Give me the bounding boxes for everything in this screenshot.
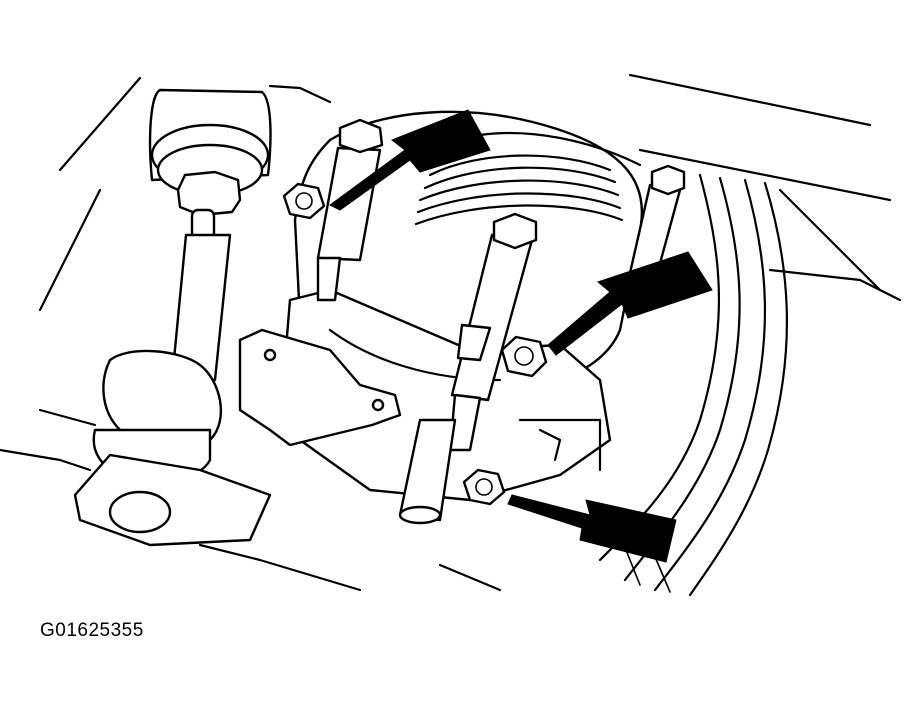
fastener-lower xyxy=(462,468,506,506)
tensioner-strut xyxy=(73,88,272,547)
mounting-bracket xyxy=(238,328,402,447)
callout-arrow-lower xyxy=(507,494,677,563)
figure-identifier: G01625355 xyxy=(40,620,144,641)
callout-arrow-upper xyxy=(329,109,491,211)
engine-frame-lines xyxy=(0,73,902,592)
callout-arrow-middle xyxy=(547,251,713,356)
fastener-middle xyxy=(500,335,548,378)
fastener-upper xyxy=(282,182,326,220)
